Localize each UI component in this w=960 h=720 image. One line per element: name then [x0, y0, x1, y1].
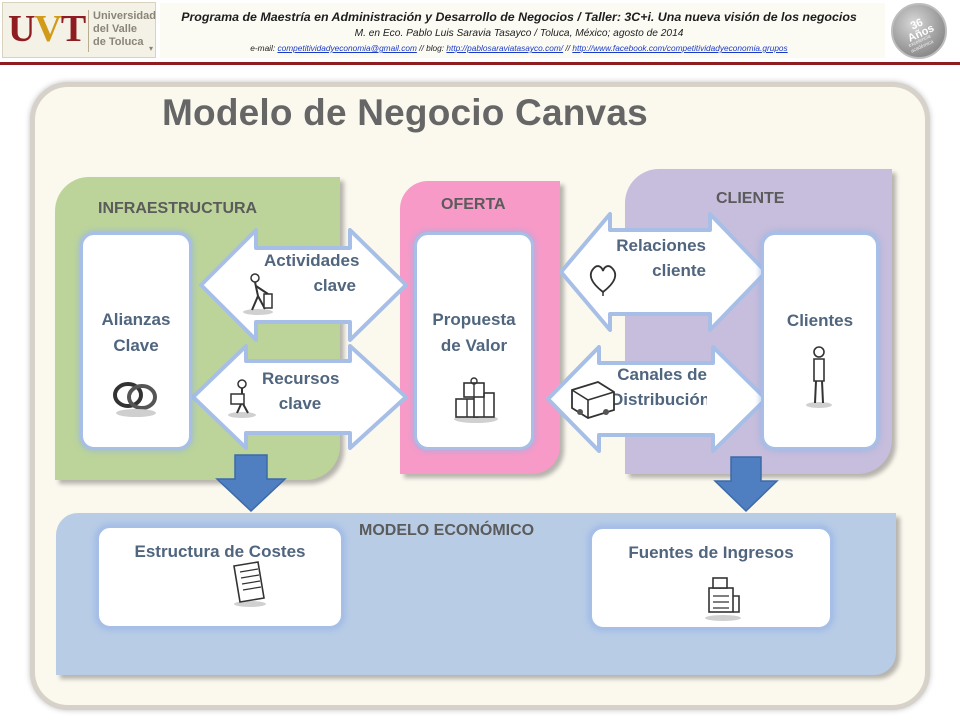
label-cliente: CLIENTE [716, 190, 785, 207]
block-propuesta-label: Propuesta de Valor [432, 310, 516, 355]
block-costes-label: Estructura de Costes [134, 542, 306, 561]
arrow-label-canales: Canales de Distribución [611, 365, 707, 409]
arrow-recursos [191, 344, 408, 450]
arrow-label-relaciones: Relaciones cliente [616, 236, 706, 280]
label-modelo-economico: MODELO ECONÓMICO [359, 522, 535, 539]
cash-register-icon [705, 577, 741, 621]
author-line: M. en Eco. Pablo Luis Saravia Tasayco / … [354, 28, 684, 39]
anniversary-badge: 36 Años excelencia académica [891, 3, 947, 59]
block-clientes: Clientes [761, 232, 879, 450]
down-arrow-left-icon [215, 454, 287, 513]
header-text: Programa de Maestría en Administración y… [160, 3, 885, 58]
contact-line: e-mail: competitividadyeconomia@gmail.co… [250, 43, 788, 53]
logo-mark: UVT [8, 8, 86, 50]
person-standing-icon [806, 346, 832, 408]
heart-icon [589, 265, 617, 296]
label-infraestructura: INFRAESTRUCTURA [98, 200, 258, 217]
program-title: Programa de Maestría en Administración y… [181, 10, 857, 24]
blog-link[interactable]: http://pablosaraviatasayco.com/ [446, 43, 564, 53]
person-pushing-icon [243, 273, 273, 315]
university-logo: UVT Universidad del Valle de Toluca ▾ [2, 2, 156, 58]
header-rule [0, 62, 960, 65]
slide-title: Modelo de Negocio Canvas [162, 92, 648, 133]
receipt-icon [233, 561, 266, 607]
block-clientes-label: Clientes [786, 311, 854, 330]
delivery-truck-icon [571, 381, 615, 419]
arrow-label-actividades: Actividades clave [264, 251, 360, 295]
rings-icon [113, 382, 157, 417]
logo-divider [88, 10, 89, 52]
label-oferta: OFERTA [441, 196, 506, 213]
down-arrow-right-icon [713, 456, 779, 513]
person-carrying-icon [228, 379, 256, 418]
block-estructura-costes: Estructura de Costes [96, 525, 344, 629]
email-link[interactable]: competitividadyeconomia@gmail.com [277, 43, 417, 53]
logo-chevron-icon: ▾ [149, 44, 154, 53]
logo-text: Universidad del Valle de Toluca [93, 10, 156, 48]
arrow-label-recursos: Recursos clave [262, 369, 340, 413]
block-ingresos-label: Fuentes de Ingresos [628, 543, 794, 562]
header: UVT Universidad del Valle de Toluca ▾ Pr… [0, 0, 960, 66]
gift-box-icon [454, 377, 498, 423]
facebook-link[interactable]: http://www.facebook.com/competitividadye… [572, 43, 788, 53]
block-alianzas-label: Alianzas Clave [101, 310, 171, 355]
